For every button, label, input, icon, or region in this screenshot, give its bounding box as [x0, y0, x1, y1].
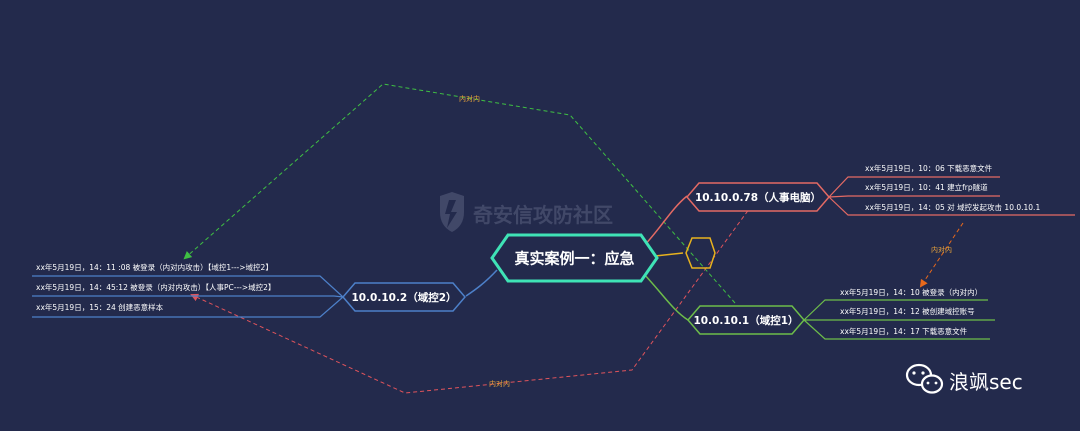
watermark: 奇安信攻防社区 — [440, 192, 613, 232]
event-dc2-1: xx年5月19日，14：11 :08 被登录（内对内攻击）【域控1--->域控2… — [36, 262, 273, 272]
edge-hr-to-dc1 — [919, 222, 964, 288]
connector-center-dc1 — [639, 269, 689, 321]
branch-node-hr[interactable]: 10.10.0.78（人事电脑） — [686, 182, 830, 212]
event-hr-1: xx年5月19日，10：06 下载恶意文件 — [865, 163, 993, 173]
event-hr-2: xx年5月19日，10：41 建立frp隧道 — [865, 182, 988, 192]
wechat-icon — [905, 363, 944, 394]
event-dc1-3: xx年5月19日，14：17 下载恶意文件 — [840, 326, 968, 336]
event-dc2-3: xx年5月19日，15：24 创建恶意样本 — [36, 302, 164, 312]
branch-node-dc1[interactable]: 10.0.10.1（域控1） — [687, 305, 805, 335]
edge-label-right: 内对内 — [931, 245, 952, 254]
branch-label-hr: 10.10.0.78（人事电脑） — [695, 191, 821, 204]
event-dc1-2: xx年5月19日，14：12 被创建域控账号 — [840, 306, 975, 316]
event-dc1-1: xx年5月19日，14：10 被登录（内对内） — [840, 287, 982, 297]
branch-node-dc2[interactable]: 10.0.10.2（域控2） — [342, 282, 466, 312]
edge-dc1-to-dc2 — [183, 83, 736, 304]
branch-label-dc1: 10.0.10.1（域控1） — [693, 314, 798, 327]
connector-center-dc2 — [465, 269, 498, 297]
small-node — [685, 237, 716, 269]
event-hr-3: xx年5月19日，14：05 对 域控发起攻击 10.0.10.1 — [865, 202, 1040, 212]
edge-label-bottom: 内对内 — [489, 379, 510, 388]
brand: 浪飒sec — [905, 363, 1023, 394]
edge-hr-to-dc2 — [190, 204, 753, 394]
bracket-dc1 — [803, 299, 995, 340]
brand-name: 浪飒sec — [949, 370, 1023, 394]
watermark-text: 奇安信攻防社区 — [473, 203, 613, 227]
bracket-dc2 — [32, 275, 344, 318]
edge-label-top: 内对内 — [459, 94, 480, 103]
center-node-label: 真实案例一：应急 — [514, 250, 634, 268]
event-dc2-2: xx年5月19日，14：45:12 被登录（内对内攻击）【人事PC--->域控2… — [36, 282, 275, 292]
center-node[interactable]: 真实案例一：应急 — [490, 233, 659, 283]
connector-center-small — [654, 252, 684, 257]
branch-label-dc2: 10.0.10.2（域控2） — [351, 291, 456, 304]
bracket-hr — [828, 176, 1075, 216]
